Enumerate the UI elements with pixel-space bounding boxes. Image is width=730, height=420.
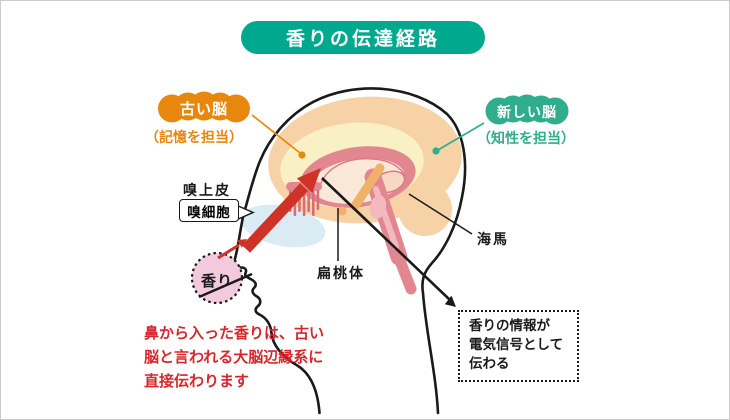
bottom-note-line: 直接伝わります [144,372,250,390]
hippocampus-label: 海馬 [477,232,509,248]
signal-arrow-shaft [321,177,451,301]
signal-note-box: 香りの情報が 電気信号として 伝わる [458,310,579,382]
new-brain-label: 新しい脳 [497,105,557,121]
old-brain-pointer-line [251,114,301,154]
new-brain-caption: （知性を担当） [477,131,575,147]
scent-arrow-shaft [217,243,240,260]
amygdala-label: 扁桃体 [317,266,365,282]
title-banner: 香りの伝達経路 [241,21,485,54]
scent-label: 香り [200,272,233,290]
old-brain-label: 古い脳 [179,100,228,118]
new-brain-pointer-dot [432,147,440,155]
amygdala-shape [337,206,347,216]
olfactory-cell-label: 嗅細胞 [187,204,231,221]
old-brain-bubble [158,91,250,123]
red-arrow-head [296,168,321,193]
pons-shape [369,195,387,219]
fornix-line [318,157,406,190]
scent-slash-line [198,272,253,299]
nose-to-limbic-arrow [241,168,321,253]
bottom-note-line: 鼻から入った香りは、古い [144,324,325,342]
scent-source [190,239,253,305]
new-brain-bubble [485,94,569,125]
page-title: 香りの伝達経路 [285,28,440,50]
signal-note-line: 香りの情報が [469,318,550,334]
hippocampus-shape [350,163,385,211]
cerebellum-area [398,182,452,236]
hippocampus-pointer-line [408,193,473,235]
red-arrow-shaft [241,183,309,253]
olfactory-epithelium-label: 嗅上皮 [183,183,231,199]
olfactory-cell-callout: 嗅細胞 [179,199,239,222]
new-brain-pointer-line [437,122,485,151]
bottom-note-line: 脳と言われる大脳辺縁系に [144,348,324,366]
old-brain-caption: （記憶を担当） [145,130,243,146]
pointer-lines [251,114,485,261]
old-brain-pointer-dot [298,151,306,159]
scent-arrow-head [237,239,247,248]
brain-to-signal-arrow [321,177,456,307]
signal-note-line: 伝わる [469,356,510,372]
signal-note-line: 電気信号として [469,337,564,353]
bottom-note: 鼻から入った香りは、古い 脳と言われる大脳辺縁系に 直接伝わります [144,321,324,393]
spinal-cord [391,247,417,295]
signal-arrow-head [444,295,456,307]
